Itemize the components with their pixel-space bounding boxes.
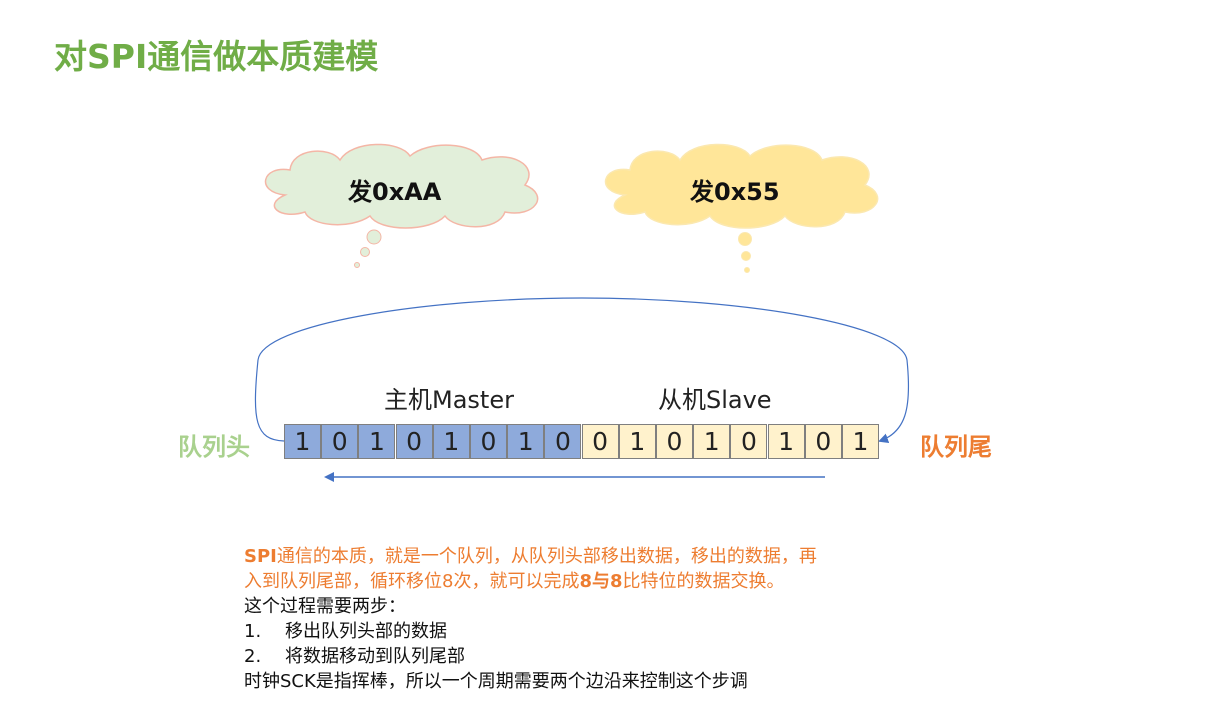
slave-bit-cell: 0 [581, 424, 619, 459]
slave-bit-cell: 1 [693, 424, 731, 459]
desc-step-1: 1. 移出队列头部的数据 [244, 619, 944, 644]
master-label: 主机Master [384, 386, 514, 414]
step1-text: 移出队列头部的数据 [285, 621, 447, 642]
master-bit-cell: 1 [432, 424, 470, 459]
master-cloud-text: 发0xAA [348, 178, 442, 206]
master-bit-cell: 1 [507, 424, 545, 459]
description: SPI通信的本质，就是一个队列，从队列头部移出数据，移出的数据，再 入到队列尾部… [244, 544, 944, 694]
slave-thought-cloud [604, 143, 879, 273]
master-bit-cell: 0 [470, 424, 507, 459]
master-bit-cell: 0 [544, 424, 582, 459]
master-bit-cell: 0 [321, 424, 359, 459]
slave-label: 从机Slave [658, 386, 772, 414]
desc-line-1: SPI通信的本质，就是一个队列，从队列头部移出数据，移出的数据，再 [244, 544, 944, 569]
step2-number: 2. [244, 646, 262, 667]
slave-bit-cell: 1 [767, 424, 805, 459]
desc-line-2: 入到队列尾部，循环移位8次，就可以完成8与8比特位的数据交换。 [244, 569, 944, 594]
queue-tail-label: 队列尾 [920, 433, 992, 461]
slave-bit-cell: 0 [730, 424, 768, 459]
page-title: 对SPI通信做本质建模 [54, 37, 379, 76]
slave-bit-cell: 0 [804, 424, 842, 459]
master-thought-cloud [264, 143, 539, 268]
desc-step-2: 2. 将数据移动到队列尾部 [244, 644, 944, 669]
step1-number: 1. [244, 621, 262, 642]
desc-line2-b: 比特位的数据交换。 [622, 571, 785, 592]
loop-arrow [254, 297, 910, 443]
step2-text: 将数据移动到队列尾部 [285, 646, 465, 667]
desc-line-3: 这个过程需要两步： [244, 596, 406, 617]
slave-bit-cell: 1 [618, 424, 656, 459]
master-bit-cell: 0 [395, 424, 433, 459]
desc-spi-bold: SPI [244, 546, 277, 567]
desc-line2-a: 入到队列尾部，循环移位8次，就可以完成 [244, 571, 580, 592]
master-bit-cell: 1 [358, 424, 396, 459]
slave-cloud-text: 发0x55 [690, 178, 780, 206]
desc-line-6: 时钟SCK是指挥棒，所以一个周期需要两个边沿来控制这个步调 [244, 671, 748, 692]
desc-line2-bold: 8与8 [579, 571, 623, 592]
queue-head-label: 队列头 [178, 433, 250, 461]
master-bit-cell: 1 [284, 424, 321, 459]
slave-bit-cell: 1 [842, 424, 879, 459]
desc-line1-text: 通信的本质，就是一个队列，从队列头部移出数据，移出的数据，再 [276, 546, 817, 567]
slave-bit-cell: 0 [656, 424, 693, 459]
